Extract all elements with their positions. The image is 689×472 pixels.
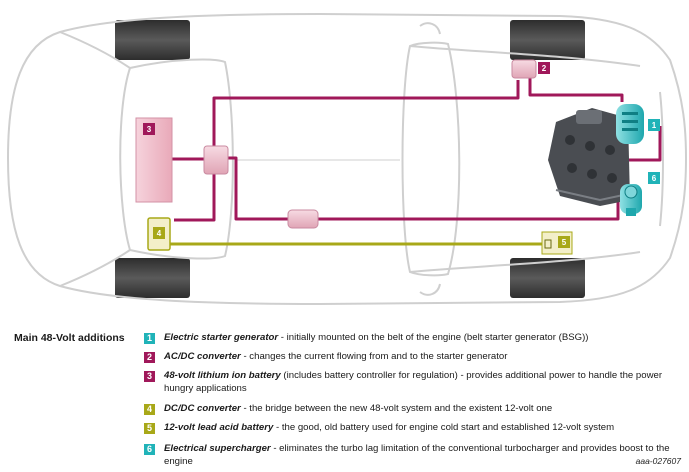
legend-item-description: - the good, old battery used for engine … [273,422,615,433]
converter-icon [203,145,229,175]
component-badge-2: 2 [538,62,550,74]
svg-text:4: 4 [157,229,162,238]
legend-item-description: - initially mounted on the belt of the e… [278,332,589,343]
legend-badge: 2 [144,352,155,363]
svg-text:1: 1 [652,121,657,130]
legend-item-name: AC/DC converter [164,351,241,362]
legend-badge: 5 [144,423,155,434]
component-badge-3: 3 [143,123,155,135]
legend-item-name: Electrical supercharger [164,443,271,454]
wheel-icon [115,20,190,60]
component-badge-5: 5 [558,236,570,248]
wheel-icon [510,258,585,298]
legend-badge: 3 [144,371,155,382]
svg-text:3: 3 [147,125,152,134]
svg-text:5: 5 [562,238,567,247]
engine-block-icon [548,108,630,206]
legend: Main 48-Volt additions 1 Electric starte… [0,326,689,472]
legend-item-description: - changes the current flowing from and t… [240,351,508,362]
legend-badge: 1 [144,333,155,344]
svg-text:2: 2 [542,64,547,73]
converter-icon [287,209,319,229]
legend-item-description: (includes battery controller for regulat… [164,370,663,394]
svg-text:6: 6 [652,174,657,183]
legend-item-name: 48-volt lithium ion battery [164,370,281,381]
legend-item-description: - the bridge between the new 48-volt sys… [240,403,553,414]
wheel-icon [510,20,585,60]
legend-badge: 4 [144,404,155,415]
wheel-icon [115,258,190,298]
car-architecture-diagram: 1 2 3 4 5 6 [6,12,688,306]
component-badge-6: 6 [648,172,660,184]
legend-item-name: Electric starter generator [164,332,279,343]
figure-code: aaa-027607 [635,456,681,466]
converter-icon [511,59,537,79]
legend-item-name: DC/DC converter [164,403,241,414]
legend-item-description: - eliminates the turbo lag limitation of… [164,443,670,467]
legend-title: Main 48-Volt additions [14,332,125,344]
starter-generator-icon [616,104,644,144]
component-badge-4: 4 [153,227,165,239]
component-badge-1: 1 [648,119,660,131]
supercharger-icon [620,184,642,216]
legend-item-name: 12-volt lead acid battery [164,422,274,433]
wiring-48v [172,78,662,222]
legend-badge: 6 [144,444,155,455]
car-body-outline [6,12,688,306]
